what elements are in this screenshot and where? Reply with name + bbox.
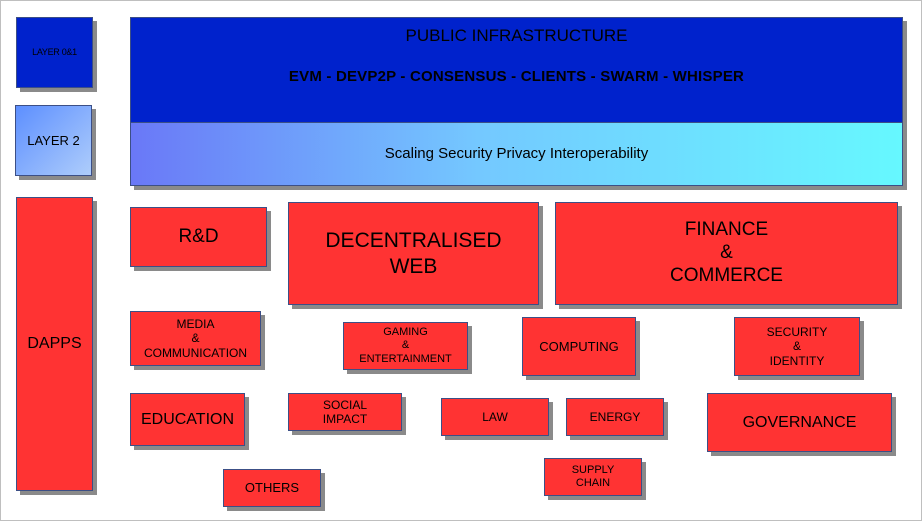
category-education: EDUCATION xyxy=(130,393,245,446)
layer-0-1-label: LAYER 0&1 xyxy=(32,47,77,58)
category-media-communication-label: MEDIA & COMMUNICATION xyxy=(143,316,248,360)
category-others: OTHERS xyxy=(223,469,321,507)
public-infrastructure-box: PUBLIC INFRASTRUCTURE EVM - DEVP2P - CON… xyxy=(130,17,903,123)
category-security-identity: SECURITY & IDENTITY xyxy=(734,317,860,376)
category-decentralised-web-label: DECENTRALISED WEB xyxy=(325,229,502,278)
dapps-box: DAPPS xyxy=(16,197,93,491)
public-infrastructure-title: PUBLIC INFRASTRUCTURE xyxy=(405,26,628,45)
category-computing: COMPUTING xyxy=(522,317,636,376)
category-rd: R&D xyxy=(130,207,267,267)
dapps-label: DAPPS xyxy=(27,335,82,353)
category-media-communication: MEDIA & COMMUNICATION xyxy=(130,311,261,366)
category-governance: GOVERNANCE xyxy=(707,393,892,452)
layer-2-band: Scaling Security Privacy Interoperabilit… xyxy=(130,122,903,186)
category-rd-label: R&D xyxy=(178,225,219,247)
category-computing-label: COMPUTING xyxy=(539,338,619,354)
category-finance-commerce: FINANCE & COMMERCE xyxy=(555,202,898,305)
category-decentralised-web: DECENTRALISED WEB xyxy=(288,202,539,305)
layer-2-box: LAYER 2 xyxy=(15,105,92,176)
category-social-impact: SOCIAL IMPACT xyxy=(288,393,402,431)
category-law-label: LAW xyxy=(482,409,508,424)
category-energy-label: ENERGY xyxy=(589,409,641,424)
category-security-identity-label: SECURITY & IDENTITY xyxy=(766,324,828,368)
category-law: LAW xyxy=(441,398,549,436)
category-supply-chain-label: SUPPLY CHAIN xyxy=(571,463,615,489)
category-gaming-entertainment-label: GAMING & ENTERTAINMENT xyxy=(359,326,452,365)
category-others-label: OTHERS xyxy=(244,480,300,496)
category-governance-label: GOVERNANCE xyxy=(742,413,857,431)
category-education-label: EDUCATION xyxy=(140,410,235,428)
layer-2-label: LAYER 2 xyxy=(27,132,80,148)
category-social-impact-label: SOCIAL IMPACT xyxy=(322,397,368,426)
public-infrastructure-components: EVM - DEVP2P - CONSENSUS - CLIENTS - SWA… xyxy=(288,68,745,85)
category-gaming-entertainment: GAMING & ENTERTAINMENT xyxy=(343,322,468,370)
layer-2-band-label: Scaling Security Privacy Interoperabilit… xyxy=(384,145,649,162)
category-energy: ENERGY xyxy=(566,398,664,436)
category-finance-commerce-label: FINANCE & COMMERCE xyxy=(670,219,783,286)
category-supply-chain: SUPPLY CHAIN xyxy=(544,458,642,496)
layer-0-1-box: LAYER 0&1 xyxy=(16,17,93,88)
